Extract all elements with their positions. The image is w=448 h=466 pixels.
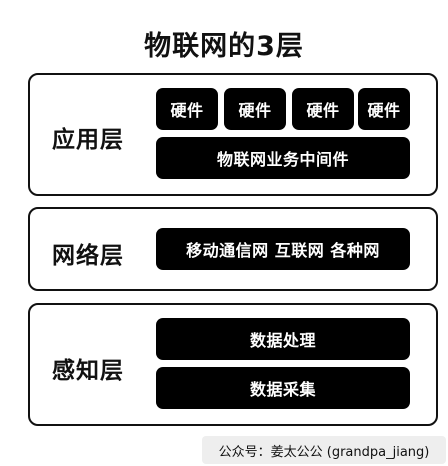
perception-layer-label: 感知层 bbox=[52, 358, 124, 384]
network-layer-label: 网络层 bbox=[52, 243, 124, 269]
application-layer-label: 应用层 bbox=[52, 127, 124, 153]
middleware-block: 物联网业务中间件 bbox=[156, 137, 410, 179]
hardware-block-3: 硬件 bbox=[292, 88, 354, 130]
hardware-block-1: 硬件 bbox=[156, 88, 218, 130]
hardware-block-4: 硬件 bbox=[358, 88, 410, 130]
network-content-block: 移动通信网 互联网 各种网 bbox=[156, 228, 410, 270]
perception-layer: 感知层 数据处理 数据采集 bbox=[28, 303, 438, 426]
application-layer: 应用层 硬件 硬件 硬件 硬件 物联网业务中间件 bbox=[28, 73, 438, 196]
hardware-block-2: 硬件 bbox=[224, 88, 286, 130]
data-collection-block: 数据采集 bbox=[156, 367, 410, 409]
footer-credit: 公众号：姜太公公 (grandpa_jiang) bbox=[202, 436, 446, 464]
diagram-title: 物联网的3层 bbox=[144, 31, 304, 62]
network-layer: 网络层 移动通信网 互联网 各种网 bbox=[28, 207, 438, 291]
data-processing-block: 数据处理 bbox=[156, 318, 410, 360]
